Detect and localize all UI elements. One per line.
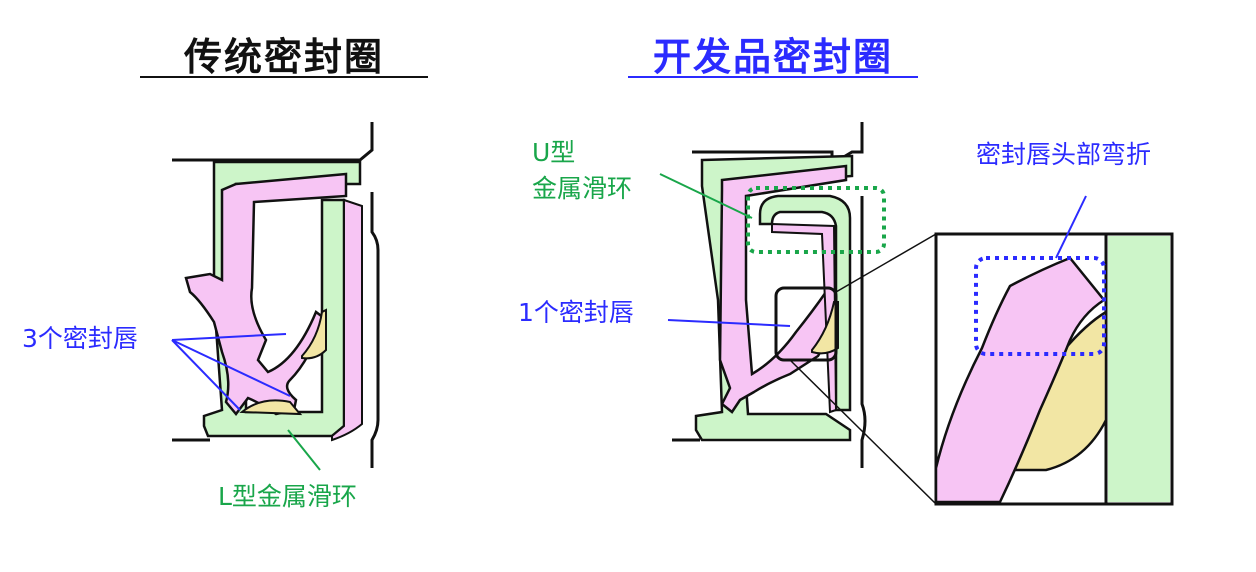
housing-outline-left [172, 122, 374, 162]
zoomed-lip-detail [934, 232, 1174, 506]
annotation-line-one-lip [667, 319, 791, 327]
title-underline-right [628, 76, 918, 78]
traditional-seal-drawing [172, 122, 380, 468]
grease-left-lower [239, 399, 303, 416]
lip-bend-highlight-box [974, 256, 1106, 356]
title-underline-left [140, 76, 428, 78]
label-three-lips: 3个密封唇 [22, 324, 138, 353]
zoom-lip [934, 256, 1106, 504]
housing-bore-right [860, 196, 867, 468]
zoom-line-top [835, 233, 937, 293]
housing-bore-left [370, 192, 380, 468]
zoom-line-bottom [789, 359, 937, 505]
label-one-lip: 1个密封唇 [518, 298, 634, 327]
lip-zoom-source-box [774, 286, 838, 362]
zoom-housing-wall [1108, 236, 1170, 502]
annotation-line-lip-bend [1055, 195, 1087, 259]
label-u-ring-line1: U型 [532, 138, 576, 167]
grease-right [811, 301, 839, 355]
grease-left-upper [301, 308, 327, 360]
title-developed-seal: 开发品密封圈 [652, 35, 893, 79]
label-u-ring-line2: 金属滑环 [532, 174, 633, 203]
u-ring-highlight-box [746, 186, 886, 254]
rubber-inner-right [771, 222, 838, 414]
rubber-band-left [331, 198, 363, 442]
label-lip-bend: 密封唇头部弯折 [976, 140, 1152, 169]
annotation-line-l-ring [287, 429, 321, 471]
label-l-metal-ring: L型金属滑环 [218, 482, 357, 511]
developed-seal-drawing [672, 122, 937, 505]
title-traditional-seal: 传统密封圈 [183, 35, 384, 79]
annotation-line-u-ring [659, 173, 753, 219]
annotation-lines-left [171, 333, 291, 411]
